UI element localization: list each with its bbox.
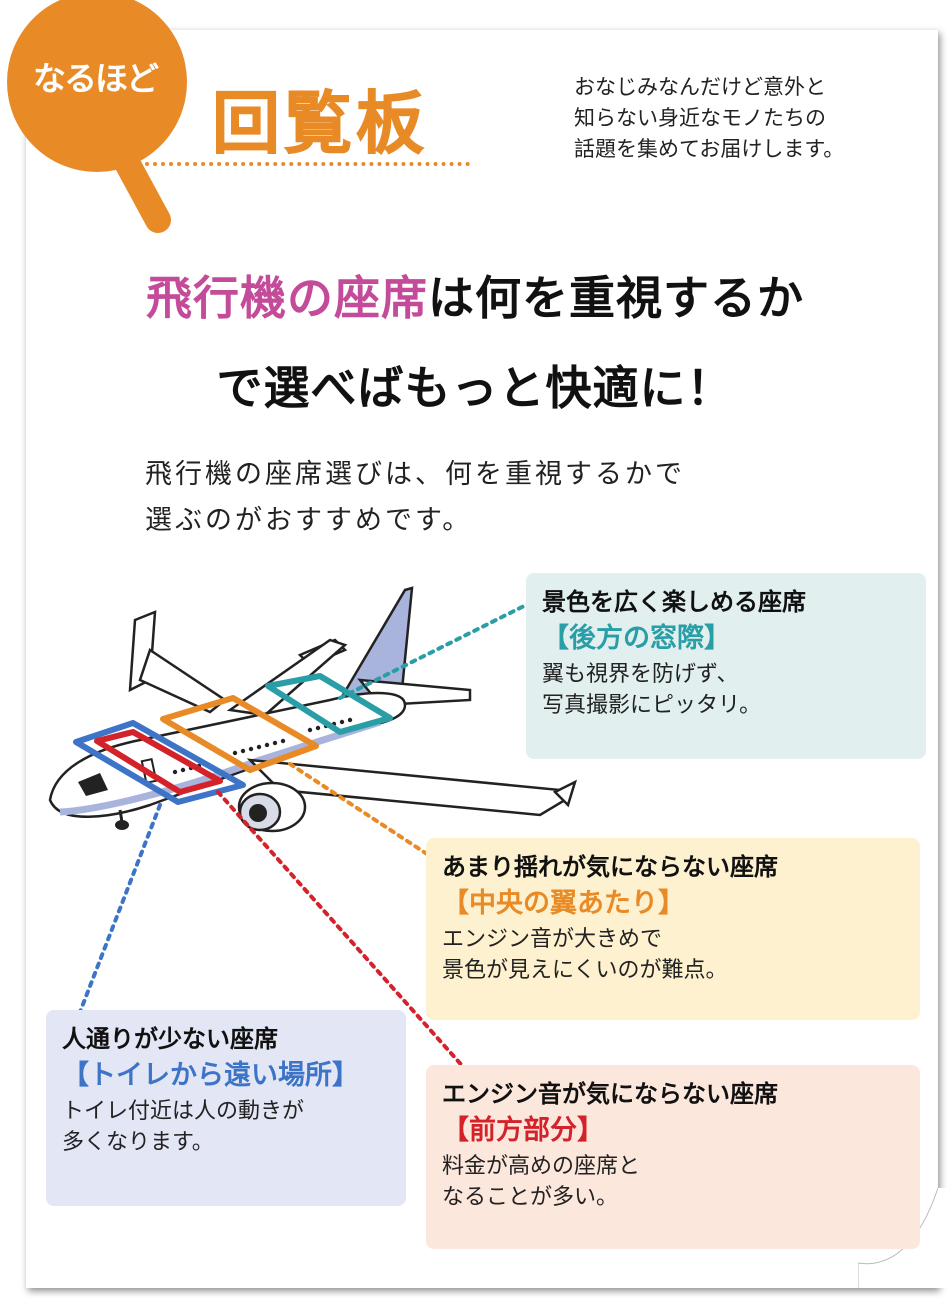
callout-center-wing: あまり揺れが気にならない座席 【中央の翼あたり】 エンジン音が大きめで 景色が見…	[426, 838, 920, 1020]
lead-line: 選ぶのがおすすめです。	[145, 505, 473, 536]
badge-text: なるほど	[33, 59, 159, 98]
page-title: 回覧板	[211, 85, 429, 165]
headline-line-2: で選べばもっと快適に！	[216, 361, 734, 415]
callout-desc: エンジン音が大きめで	[442, 927, 663, 952]
callout-desc: 料金が高めの座席と	[442, 1154, 641, 1179]
callout-spot: 【中央の翼あたり】	[442, 888, 685, 919]
intro-line: 話題を集めてお届けします。	[574, 137, 845, 161]
lead-text: 飛行機の座席選びは、何を重視するかで 選ぶのがおすすめです。	[145, 452, 905, 544]
magnifier-icon: なるほど	[0, 0, 220, 250]
intro-line: 知らない身近なモノたちの	[574, 106, 826, 130]
intro-text: おなじみなんだけど意外と 知らない身近なモノたちの 話題を集めてお届けします。	[574, 72, 934, 165]
callout-rear-window: 景色を広く楽しめる座席 【後方の窓際】 翼も視界を防げず、 写真撮影にピッタリ。	[526, 573, 926, 759]
callout-spot: 【トイレから遠い場所】	[62, 1060, 359, 1091]
headline-rest: は何を重視するか	[428, 271, 804, 325]
callout-desc: なることが多い。	[442, 1185, 619, 1210]
callout-desc: 景色が見えにくいのが難点。	[442, 958, 728, 983]
title-underline	[145, 162, 470, 166]
callout-desc: 多くなります。	[62, 1130, 214, 1155]
airplane-illustration	[48, 586, 578, 1072]
page-curl	[858, 1188, 948, 1288]
callout-far-from-toilet: 人通りが少ない座席 【トイレから遠い場所】 トイレ付近は人の動きが 多くなります…	[46, 1010, 406, 1206]
headline-highlight: 飛行機の座席	[146, 271, 428, 325]
callout-heading: 景色を広く楽しめる座席	[542, 588, 806, 616]
callout-heading: エンジン音が気にならない座席	[442, 1080, 778, 1108]
lead-line: 飛行機の座席選びは、何を重視するかで	[145, 459, 685, 490]
callout-front: エンジン音が気にならない座席 【前方部分】 料金が高めの座席と なることが多い。	[426, 1065, 920, 1249]
callout-desc: 翼も視界を防げず、	[542, 662, 739, 687]
intro-line: おなじみなんだけど意外と	[574, 75, 826, 99]
callout-heading: あまり揺れが気にならない座席	[442, 853, 778, 881]
callout-desc: 写真撮影にピッタリ。	[542, 693, 762, 718]
callout-spot: 【前方部分】	[442, 1115, 604, 1146]
callout-desc: トイレ付近は人の動きが	[62, 1099, 305, 1124]
callout-spot: 【後方の窓際】	[542, 623, 731, 654]
callout-heading: 人通りが少ない座席	[62, 1025, 278, 1053]
headline-line-1: 飛行機の座席は何を重視するか	[0, 262, 950, 328]
